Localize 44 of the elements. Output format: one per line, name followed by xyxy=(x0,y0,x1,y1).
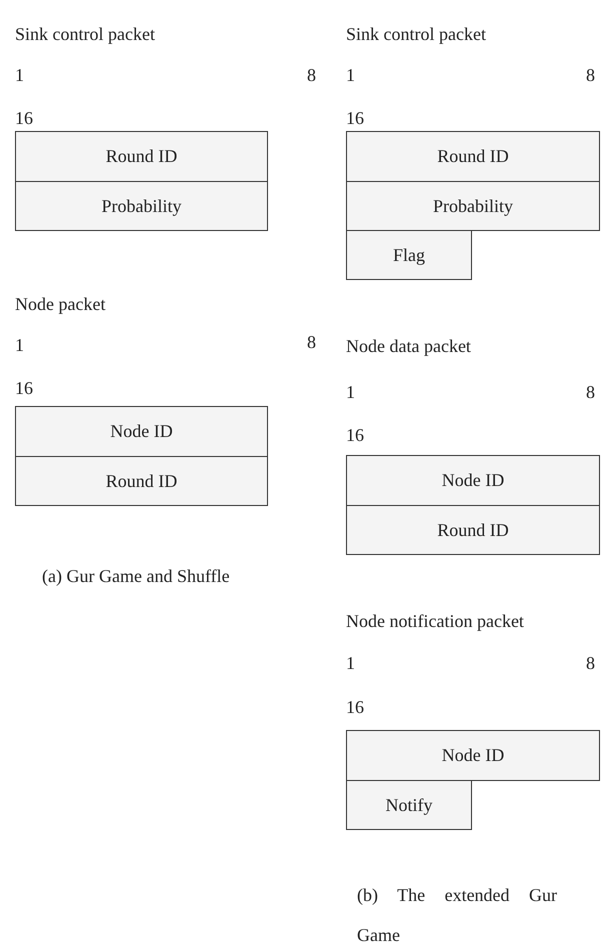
text-label: 1 xyxy=(346,652,355,674)
field-label: Probability xyxy=(433,196,513,216)
packet-field xyxy=(346,505,600,555)
text-label: (a) Gur Game and Shuffle xyxy=(42,565,230,587)
packet-field xyxy=(346,230,472,280)
text-label: 8 xyxy=(307,64,316,86)
text-label: Sink control packet xyxy=(15,23,155,45)
packet-field xyxy=(15,131,268,182)
field-label: Round ID xyxy=(106,146,178,167)
packet-field xyxy=(15,456,268,506)
packet-field xyxy=(346,455,600,506)
text-label: 1 xyxy=(346,64,355,86)
text-label: 16 xyxy=(346,107,364,129)
field-label: Round ID xyxy=(106,470,178,492)
field-label: Flag xyxy=(392,244,425,266)
packet-field xyxy=(15,181,268,231)
packet-field xyxy=(15,406,268,457)
field-label: Round ID xyxy=(437,520,509,540)
field-label: Round ID xyxy=(437,146,509,167)
text-label: 1 xyxy=(346,381,355,403)
text-label: 1 xyxy=(15,334,24,356)
packet-field xyxy=(346,730,600,781)
text-label: 16 xyxy=(15,107,33,129)
text-label: 8 xyxy=(586,64,595,86)
figure-caption: (b) The extended Gur Game xyxy=(357,884,557,947)
text-label: Node data packet xyxy=(346,335,471,357)
text-label: 16 xyxy=(15,377,33,399)
field-label: Node ID xyxy=(442,470,504,491)
text-label: 16 xyxy=(346,424,364,446)
field-label: Node ID xyxy=(442,745,504,766)
text-label: 1 xyxy=(15,64,24,86)
text-label: 16 xyxy=(346,696,364,718)
text-label: 8 xyxy=(586,652,595,674)
text-label: 8 xyxy=(586,381,595,403)
text-label: Node notification packet xyxy=(346,610,524,632)
packet-field xyxy=(346,181,600,231)
text-label: Node packet xyxy=(15,293,106,315)
field-label: Notify xyxy=(386,794,432,816)
field-label: Node ID xyxy=(110,421,173,442)
packet-field xyxy=(346,780,472,830)
field-label: Probability xyxy=(102,196,182,216)
text-label: 8 xyxy=(307,331,316,353)
text-label: Sink control packet xyxy=(346,23,486,45)
packet-field xyxy=(346,131,600,182)
